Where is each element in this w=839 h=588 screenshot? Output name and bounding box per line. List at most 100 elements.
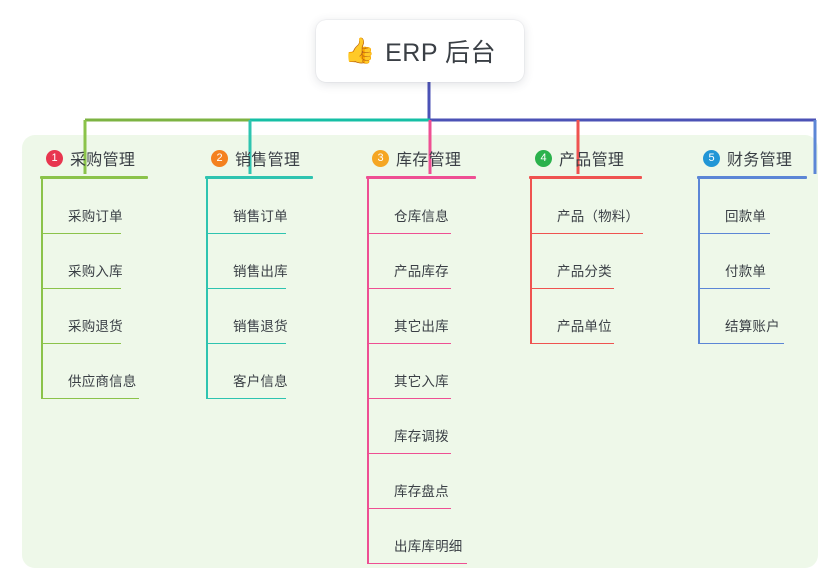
leaf-underline [530,287,614,289]
leaf-underline [367,232,451,234]
leaf-label: 仓库信息 [394,209,449,224]
leaf-node[interactable]: 客户信息 [205,344,313,399]
leaf-node[interactable]: 产品（物料） [529,179,643,234]
branch-underline-4 [529,176,642,179]
branch-spine-2 [206,179,208,399]
leaf-underline [206,287,286,289]
leaf-underline [367,562,467,564]
leaf-underline [367,342,451,344]
leaf-label: 产品（物料） [557,209,640,224]
leaf-label: 其它入库 [394,374,449,389]
leaf-node[interactable]: 产品分类 [529,234,642,289]
leaf-label: 产品库存 [394,264,449,279]
leaf-label: 库存盘点 [394,484,449,499]
diagram-panel [22,135,818,568]
thumbs-up-icon: 👍 [343,36,376,65]
branch-underline-1 [40,176,148,179]
leaf-node[interactable]: 结算账户 [697,289,807,344]
leaf-node[interactable]: 销售订单 [205,179,313,234]
leaf-node[interactable]: 产品单位 [529,289,642,344]
branch-header-3[interactable]: 3 库存管理 [366,146,476,170]
leaf-label: 销售订单 [233,209,288,224]
branch-title-3: 库存管理 [396,152,462,169]
leaf-node[interactable]: 产品库存 [366,234,476,289]
branch-header-1[interactable]: 1 采购管理 [40,146,148,170]
branch-header-4[interactable]: 4 产品管理 [529,146,642,170]
branch-title-4: 产品管理 [559,152,625,169]
leaf-underline [206,397,286,399]
root-title: ERP 后台 [385,39,497,67]
leaf-underline [41,342,121,344]
leaf-label: 采购入库 [68,264,123,279]
leaf-underline [41,287,121,289]
leaf-underline [698,342,784,344]
branch-title-5: 财务管理 [727,152,793,169]
leaf-list-3: 仓库信息产品库存其它出库其它入库库存调拨库存盘点出库库明细 [366,179,476,564]
branch-underline-3 [366,176,476,179]
leaf-node[interactable]: 仓库信息 [366,179,476,234]
branch-badge-2: 2 [211,149,228,167]
branch-badge-1: 1 [46,149,63,167]
branch-badge-4: 4 [535,149,552,167]
branch-underline-2 [205,176,313,179]
leaf-label: 供应商信息 [68,374,137,389]
leaf-node[interactable]: 供应商信息 [40,344,148,399]
branch-spine-4 [530,179,532,344]
leaf-label: 回款单 [725,209,767,224]
branch-underline-5 [697,176,807,179]
leaf-underline [41,397,139,399]
leaf-node[interactable]: 库存调拨 [366,399,476,454]
leaf-label: 出库库明细 [394,539,463,554]
leaf-node[interactable]: 付款单 [697,234,807,289]
leaf-label: 结算账户 [725,319,780,334]
branch-spine-5 [698,179,700,344]
leaf-label: 销售出库 [233,264,288,279]
leaf-list-1: 采购订单采购入库采购退货供应商信息 [40,179,148,399]
leaf-node[interactable]: 采购订单 [40,179,148,234]
root-node[interactable]: 👍 ERP 后台 [316,20,524,82]
leaf-node[interactable]: 其它入库 [366,344,476,399]
leaf-underline [367,287,451,289]
branch-spine-3 [367,179,369,564]
branch-badge-3: 3 [372,149,389,167]
leaf-label: 采购退货 [68,319,123,334]
branch-column-4: 4 产品管理产品（物料） 产品分类产品单位 [529,146,643,344]
leaf-label: 销售退货 [233,319,288,334]
leaf-node[interactable]: 采购入库 [40,234,148,289]
leaf-label: 库存调拨 [394,429,449,444]
leaf-node[interactable]: 销售退货 [205,289,313,344]
leaf-underline [41,232,121,234]
leaf-list-4: 产品（物料） 产品分类产品单位 [529,179,643,344]
leaf-underline [367,507,451,509]
leaf-label: 产品分类 [557,264,612,279]
leaf-underline [206,232,286,234]
branch-title-1: 采购管理 [70,152,136,169]
leaf-underline [530,342,614,344]
leaf-node[interactable]: 出库库明细 [366,509,476,564]
leaf-underline [206,342,286,344]
leaf-underline [367,452,451,454]
branch-column-1: 1 采购管理采购订单采购入库采购退货供应商信息 [40,146,148,399]
leaf-label: 采购订单 [68,209,123,224]
leaf-label: 付款单 [725,264,767,279]
leaf-underline [698,287,770,289]
leaf-node[interactable]: 库存盘点 [366,454,476,509]
leaf-node[interactable]: 其它出库 [366,289,476,344]
leaf-underline [367,397,451,399]
leaf-label: 客户信息 [233,374,288,389]
leaf-label: 产品单位 [557,319,612,334]
leaf-label: 其它出库 [394,319,449,334]
leaf-list-5: 回款单付款单结算账户 [697,179,807,344]
leaf-underline [530,232,643,234]
branch-spine-1 [41,179,43,399]
leaf-node[interactable]: 回款单 [697,179,807,234]
leaf-node[interactable]: 销售出库 [205,234,313,289]
leaf-list-2: 销售订单销售出库销售退货客户信息 [205,179,313,399]
leaf-node[interactable]: 采购退货 [40,289,148,344]
leaf-underline [698,232,770,234]
